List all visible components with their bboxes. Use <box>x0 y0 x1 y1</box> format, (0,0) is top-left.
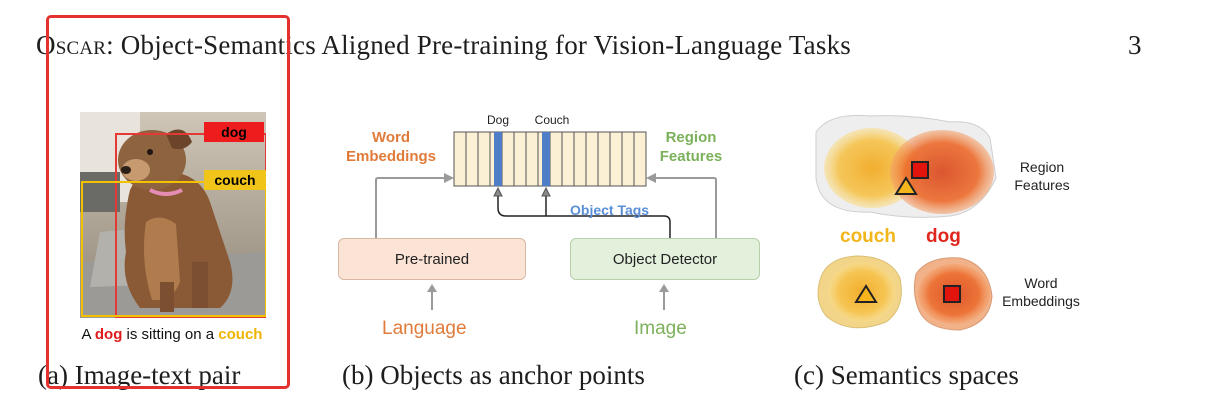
selection-box[interactable] <box>46 15 290 389</box>
word-embeddings-c-line-2: Embeddings <box>1002 293 1080 309</box>
sentence-part-1: A <box>81 326 95 343</box>
region-features-label-c: Region Features <box>1006 158 1078 194</box>
language-arrow <box>427 284 437 310</box>
word-embeddings-label-c: Word Embeddings <box>994 274 1088 310</box>
region-features-c-line-1: Region <box>1019 159 1065 175</box>
object-tag-arrows <box>497 194 671 238</box>
word-embeddings-line-1: Word <box>371 129 411 146</box>
dog-photo: dog couch <box>80 112 266 318</box>
object-tags-label: Object Tags <box>570 202 650 218</box>
sentence-dog: dog <box>94 326 123 343</box>
title-rest: : Object-Semantics Aligned Pre-training … <box>106 30 851 60</box>
semantics-scatter <box>815 114 997 331</box>
region-features-c-line-2: Features <box>1014 177 1070 193</box>
region-features-line-2: Features <box>659 148 723 165</box>
token-couch-label: Couch <box>535 113 570 127</box>
pretrained-box: Pre-trained <box>338 238 526 280</box>
page-number: 3 <box>1128 30 1142 60</box>
word-couch-triangle <box>854 284 878 303</box>
region-features-line-1: Region <box>665 129 717 146</box>
tag-couch: couch <box>214 172 255 188</box>
couch-token-cell <box>542 132 550 186</box>
token-dog-label: Dog <box>487 113 509 127</box>
caption-c: (c) Semantics spaces <box>794 360 1019 390</box>
page-title: Oscar: Object-Semantics Aligned Pre-trai… <box>36 30 851 61</box>
image-arrow <box>659 284 669 310</box>
caption-a: (a) Image-text pair <box>38 360 241 390</box>
word-embeddings-c-line-1: Word <box>1024 275 1058 291</box>
image-sentence: A dog is sitting on a couch <box>52 326 292 343</box>
dog-token-cell <box>494 132 502 186</box>
sentence-couch: couch <box>218 326 263 343</box>
region-dog-square <box>911 161 929 179</box>
dog-label: dog <box>926 226 961 247</box>
tag-dog: dog <box>221 124 247 140</box>
token-strip <box>453 131 647 187</box>
region-couch-triangle <box>894 176 918 195</box>
word-embeddings-label: Word Embeddings <box>338 128 444 166</box>
anchor-diagram: Dog Couch <box>375 113 717 240</box>
word-embeddings-line-2: Embeddings <box>345 148 436 165</box>
caption-b: (b) Objects as anchor points <box>342 360 645 390</box>
image-label: Image <box>634 318 687 339</box>
language-label: Language <box>382 318 467 339</box>
region-features-label-b: Region Features <box>648 128 734 166</box>
sentence-part-2: is sitting on a <box>122 326 219 343</box>
object-detector-box: Object Detector <box>570 238 760 280</box>
couch-label: couch <box>840 226 896 247</box>
word-dog-square <box>943 285 961 303</box>
